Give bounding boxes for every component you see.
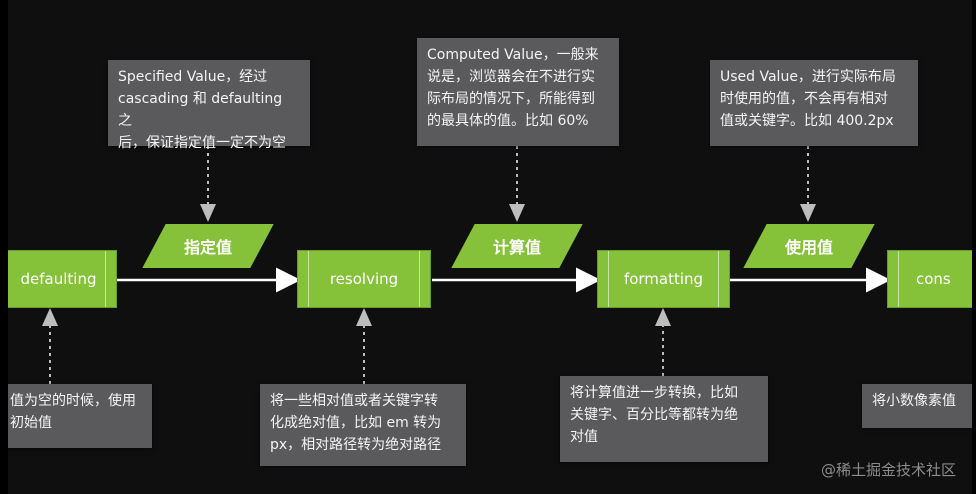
step-formatting: formatting <box>597 250 730 308</box>
value-used: 使用值 <box>743 224 875 268</box>
right-frame-edge <box>972 0 976 494</box>
step-defaulting: defaulting <box>0 250 117 308</box>
value-specified: 指定值 <box>142 224 274 268</box>
step-constraining-label: cons <box>916 270 951 288</box>
step-defaulting-label: defaulting <box>20 270 97 288</box>
value-computed: 计算值 <box>451 224 583 268</box>
note-used-value: Used Value，进行实际布局 时使用的值，不会再有相对 值或关键字。比如 … <box>710 60 918 146</box>
step-formatting-label: formatting <box>623 270 704 288</box>
left-frame-edge <box>0 0 8 494</box>
step-constraining: cons <box>887 250 976 308</box>
step-resolving-label: resolving <box>329 270 399 288</box>
note-formatting-desc: 将计算值进一步转换，比如 关键字、百分比等都转为绝 对值 <box>560 376 768 462</box>
step-resolving: resolving <box>297 250 431 308</box>
note-computed-value: Computed Value，一般来 说是，浏览器会在不进行实 际布局的情况下，… <box>417 38 619 146</box>
note-specified-value: Specified Value，经过 cascading 和 defaultin… <box>108 60 310 151</box>
note-constraining-desc: 将小数像素值 <box>862 384 976 428</box>
note-resolving-desc: 将一些相对值或者关键字转 化成绝对值，比如 em 转为 px，相对路径转为绝对路… <box>260 384 466 466</box>
note-defaulting-desc: 值为空的时候，使用 初始值 <box>0 384 152 448</box>
watermark: @稀土掘金技术社区 <box>820 461 956 479</box>
